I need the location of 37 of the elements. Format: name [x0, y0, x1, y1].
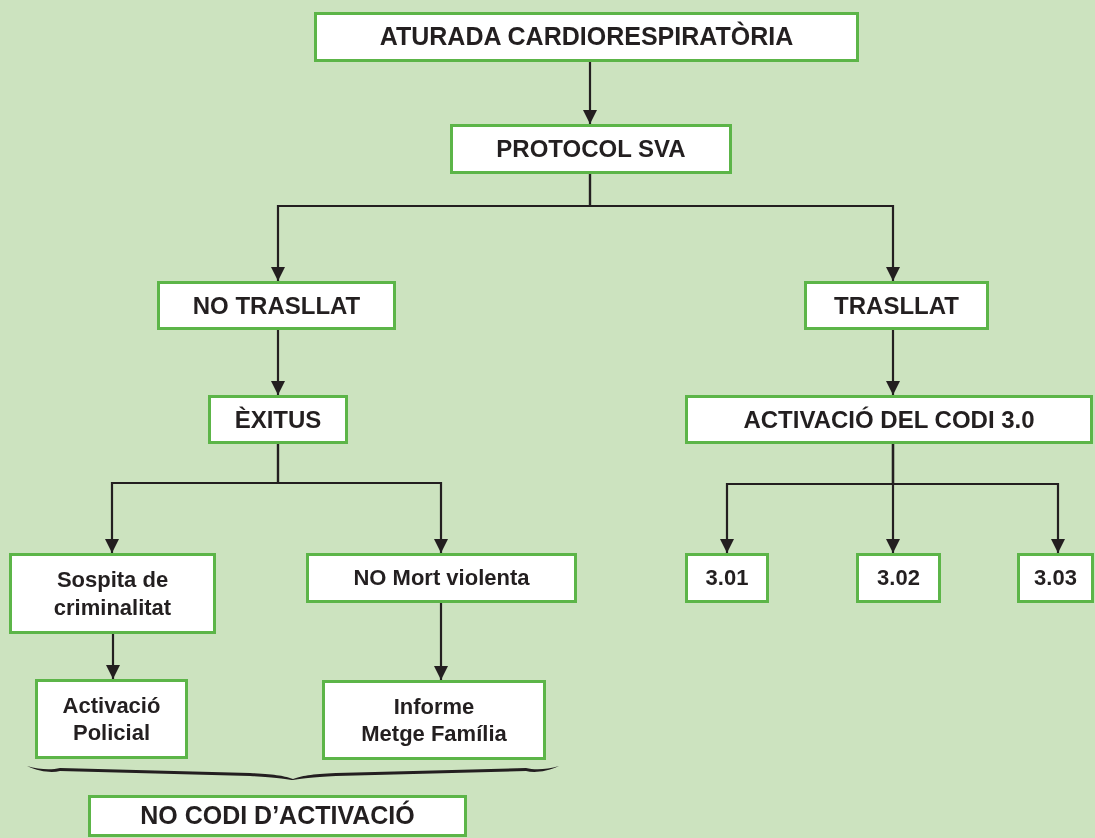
- box-label: ACTIVACIÓ DEL CODI 3.0: [743, 404, 1035, 435]
- process-box: [856, 553, 941, 603]
- arrow: [891, 444, 1065, 553]
- process-box: [208, 395, 348, 444]
- box-label: 3.02: [877, 564, 920, 592]
- box-label: ÈXITUS: [234, 404, 322, 435]
- box-label: Activació Policial: [61, 691, 162, 747]
- box-label: NO Mort violenta: [353, 564, 530, 592]
- process-box: [685, 395, 1093, 444]
- arrow: [886, 330, 900, 395]
- box-label: Sospita de criminalitat: [52, 566, 173, 621]
- box-label: TRASLLAT: [834, 290, 959, 321]
- arrow: [434, 603, 448, 680]
- process-box: [35, 679, 188, 759]
- process-box: [685, 553, 769, 603]
- process-box: [1017, 553, 1094, 603]
- process-box: [157, 281, 396, 330]
- box-label: ATURADA CARDIORESPIRATÒRIA: [379, 21, 794, 53]
- box-label: NO TRASLLAT: [192, 290, 361, 321]
- process-box: [804, 281, 989, 330]
- process-box: [314, 12, 859, 62]
- box-label: 3.03: [1034, 564, 1077, 592]
- box-label: Informe Metge Família: [360, 692, 508, 748]
- process-box: [322, 680, 546, 760]
- box-label: 3.01: [705, 564, 749, 592]
- arrow: [106, 634, 120, 679]
- process-box: [450, 124, 732, 174]
- arrow: [583, 62, 597, 124]
- box-label: NO CODI D’ACTIVACIÓ: [140, 800, 415, 832]
- arrow: [588, 174, 900, 281]
- process-box: [306, 553, 577, 603]
- arrow: [271, 330, 285, 395]
- process-box: [88, 795, 467, 837]
- process-box: [9, 553, 216, 634]
- curly-brace: [27, 765, 560, 781]
- box-label: PROTOCOL SVA: [496, 134, 686, 164]
- arrow: [276, 444, 448, 553]
